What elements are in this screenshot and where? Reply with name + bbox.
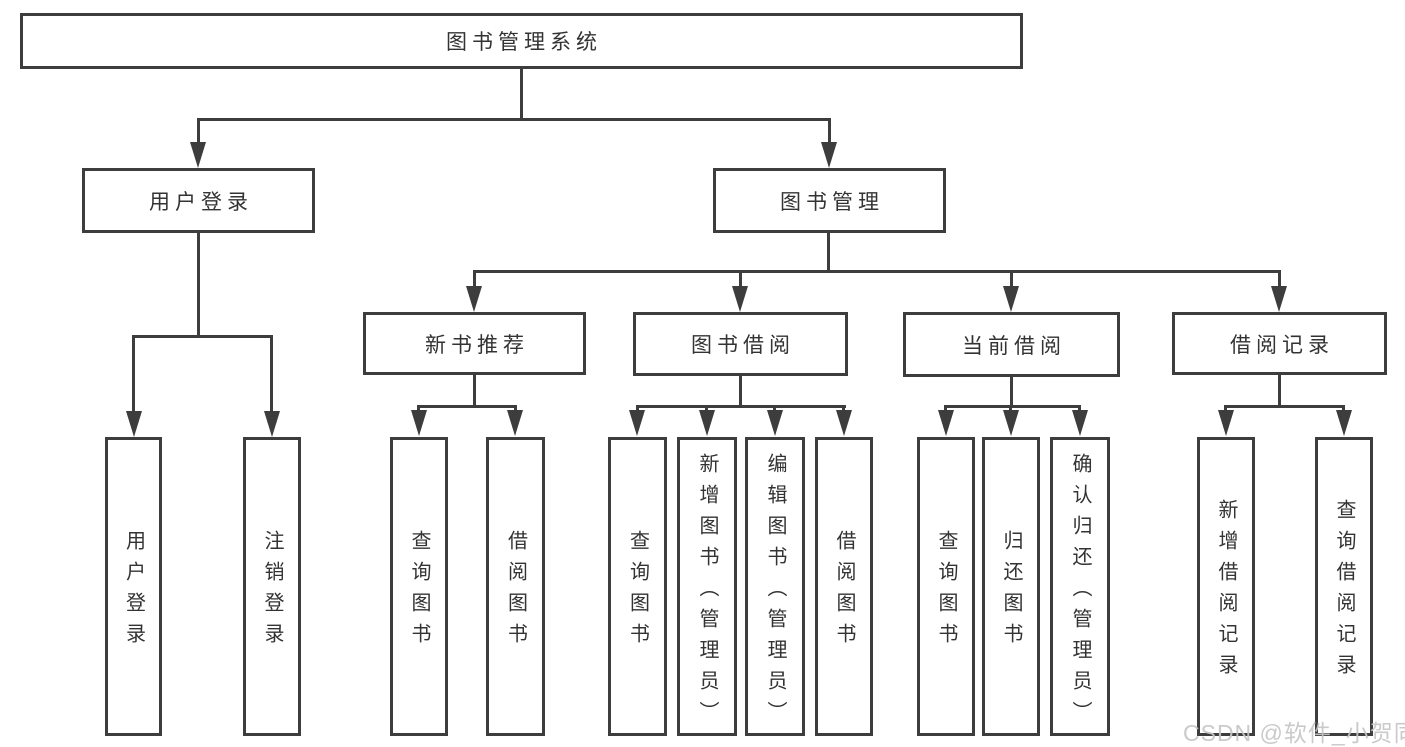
connector-line xyxy=(520,69,523,120)
node-label: 借阅记录 xyxy=(1230,333,1334,357)
watermark: CSDN @软件_小贺同学 xyxy=(1183,720,1405,746)
node-label: 图书借阅 xyxy=(691,334,795,357)
connector-line xyxy=(636,405,846,408)
connector-line xyxy=(739,375,742,407)
connector-line xyxy=(473,375,476,407)
connector-arrowhead xyxy=(190,142,206,168)
node-label: 当前借阅 xyxy=(962,334,1066,358)
connector-arrowhead xyxy=(629,410,645,436)
connector-arrowhead xyxy=(1003,410,1019,436)
node-library-system: 图书管理系统 xyxy=(20,13,1023,69)
connector-line xyxy=(132,335,135,413)
connector-arrowhead xyxy=(411,410,427,436)
connector-line xyxy=(739,270,742,290)
leaf-borrow-borrow-books: 借阅图书 xyxy=(815,437,873,736)
node-label: 用户登录 xyxy=(122,530,145,654)
connector-arrowhead xyxy=(1218,410,1234,436)
connector-line xyxy=(417,405,517,408)
connector-arrowhead xyxy=(732,286,748,312)
connector-arrowhead xyxy=(1003,286,1019,312)
connector-line xyxy=(197,233,200,337)
connector-line xyxy=(473,270,1281,273)
connector-line xyxy=(197,118,200,146)
connector-line xyxy=(270,335,273,413)
connector-line xyxy=(944,405,947,414)
node-label: 借阅图书 xyxy=(504,530,527,654)
connector-arrowhead xyxy=(821,142,837,168)
leaf-records-query-record: 查询借阅记录 xyxy=(1315,437,1373,736)
connector-line xyxy=(514,405,517,414)
connector-line xyxy=(705,405,708,414)
connector-arrowhead xyxy=(699,410,715,436)
node-label: 用户登录 xyxy=(149,190,253,214)
connector-line xyxy=(473,270,476,290)
leaf-borrow-edit-books-admin: 编辑图书（管理员） xyxy=(745,437,805,736)
leaf-recommend-query-books: 查询图书 xyxy=(390,437,448,736)
node-label: 注销登录 xyxy=(261,530,283,654)
leaf-current-confirm-return-admin: 确认归还（管理员） xyxy=(1050,437,1110,736)
connector-line xyxy=(773,405,776,414)
connector-line xyxy=(1224,405,1227,414)
connector-line xyxy=(197,118,830,121)
leaf-user-login: 用户登录 xyxy=(105,437,162,736)
node-book-borrowing: 图书借阅 xyxy=(633,312,848,376)
connector-arrowhead xyxy=(938,410,954,436)
node-label: 图书管理系统 xyxy=(446,31,602,54)
connector-line xyxy=(132,335,273,338)
leaf-recommend-borrow-books: 借阅图书 xyxy=(486,437,545,736)
node-label: 新增图书（管理员） xyxy=(696,452,718,732)
leaf-borrow-query-books: 查询图书 xyxy=(608,437,667,736)
leaf-current-return-books: 归还图书 xyxy=(982,437,1040,736)
node-label: 新书推荐 xyxy=(425,333,529,357)
leaf-current-query-books: 查询图书 xyxy=(917,437,975,736)
connector-arrowhead xyxy=(1336,410,1352,436)
node-label: 查询借阅记录 xyxy=(1333,499,1355,685)
connector-line xyxy=(417,405,420,414)
node-book-management: 图书管理 xyxy=(713,168,946,233)
connector-line xyxy=(1342,405,1345,414)
connector-arrowhead xyxy=(126,411,142,437)
node-label: 查询图书 xyxy=(408,530,430,654)
node-user-login: 用户登录 xyxy=(82,168,315,233)
node-label: 查询图书 xyxy=(935,530,957,654)
node-label: 编辑图书（管理员） xyxy=(764,452,786,732)
connector-arrowhead xyxy=(507,410,523,436)
leaf-borrow-add-books-admin: 新增图书（管理员） xyxy=(677,437,737,736)
node-current-borrowing: 当前借阅 xyxy=(903,312,1120,377)
connector-line xyxy=(1078,405,1081,414)
connector-arrowhead xyxy=(466,286,482,312)
node-label: 借阅图书 xyxy=(833,530,855,654)
connector-arrowhead xyxy=(1072,410,1088,436)
connector-arrowhead xyxy=(767,410,783,436)
leaf-records-add-record: 新增借阅记录 xyxy=(1197,437,1255,736)
node-label: 新增借阅记录 xyxy=(1215,499,1237,685)
connector-line xyxy=(1278,270,1281,290)
connector-line xyxy=(1009,405,1012,414)
connector-line xyxy=(842,405,845,414)
connector-arrowhead xyxy=(1271,286,1287,312)
connector-line xyxy=(828,118,831,146)
connector-line xyxy=(827,233,830,273)
node-label: 图书管理 xyxy=(780,190,884,214)
connector-arrowhead xyxy=(264,411,280,437)
connector-line xyxy=(944,405,1081,408)
leaf-logout-login: 注销登录 xyxy=(243,437,301,736)
connector-line xyxy=(1010,375,1013,407)
connector-line xyxy=(636,405,639,414)
node-new-book-recommendation: 新书推荐 xyxy=(363,312,586,375)
connector-line xyxy=(1010,270,1013,290)
node-borrowing-records: 借阅记录 xyxy=(1172,312,1387,375)
connector-arrowhead xyxy=(836,410,852,436)
node-label: 查询图书 xyxy=(626,530,649,654)
node-label: 归还图书 xyxy=(1000,530,1022,654)
connector-line xyxy=(1278,375,1281,407)
connector-line xyxy=(1224,405,1345,408)
node-label: 确认归还（管理员） xyxy=(1069,452,1091,732)
